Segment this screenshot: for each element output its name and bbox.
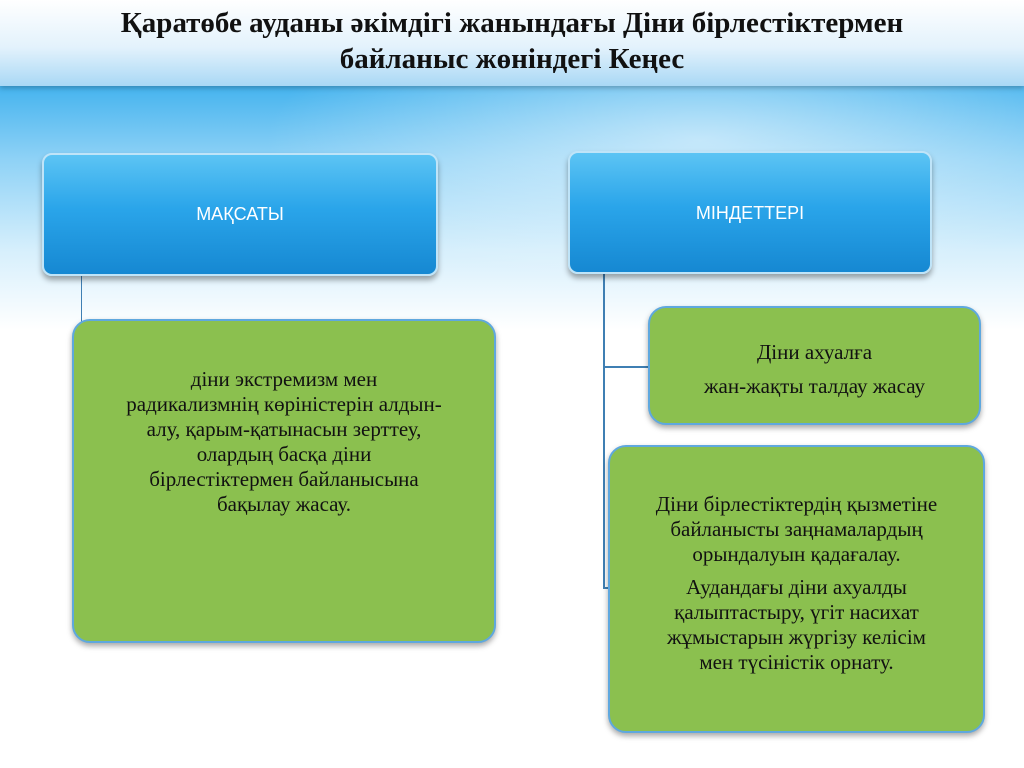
goal-text-box: діни экстремизм мен радикализмнің көріні… bbox=[72, 319, 496, 643]
connector-goal bbox=[81, 272, 82, 332]
task-1-line-2: жан-жақты талдау жасау bbox=[704, 374, 925, 398]
task-2-paragraph-1: Діни бірлестіктердің қызметіне байланыст… bbox=[655, 492, 938, 566]
goal-header-box: МАҚСАТЫ bbox=[42, 153, 438, 276]
task-2-box: Діни бірлестіктердің қызметіне байланыст… bbox=[608, 445, 985, 733]
connector-task-1 bbox=[603, 366, 649, 368]
title-bar: Қаратөбе ауданы әкімдігі жанындағы Діни … bbox=[0, 0, 1024, 86]
goal-header-label: МАҚСАТЫ bbox=[196, 204, 284, 224]
goal-text: діни экстремизм мен радикализмнің көріні… bbox=[126, 367, 442, 516]
tasks-header-label: МІНДЕТТЕРІ bbox=[695, 203, 805, 223]
task-1-box: Діни ахуалға жан-жақты талдау жасау bbox=[648, 306, 981, 425]
tasks-header-box: МІНДЕТТЕРІ bbox=[568, 151, 932, 274]
task-2-paragraph-2: Аудандағы діни ахуалды қалыптастыру, үгі… bbox=[667, 575, 926, 674]
task-1-line-1: Діни ахуалға bbox=[756, 340, 873, 364]
connector-task-2 bbox=[603, 587, 609, 589]
page-title: Қаратөбе ауданы әкімдігі жанындағы Діни … bbox=[120, 7, 904, 75]
connector-tasks-trunk bbox=[603, 270, 605, 588]
